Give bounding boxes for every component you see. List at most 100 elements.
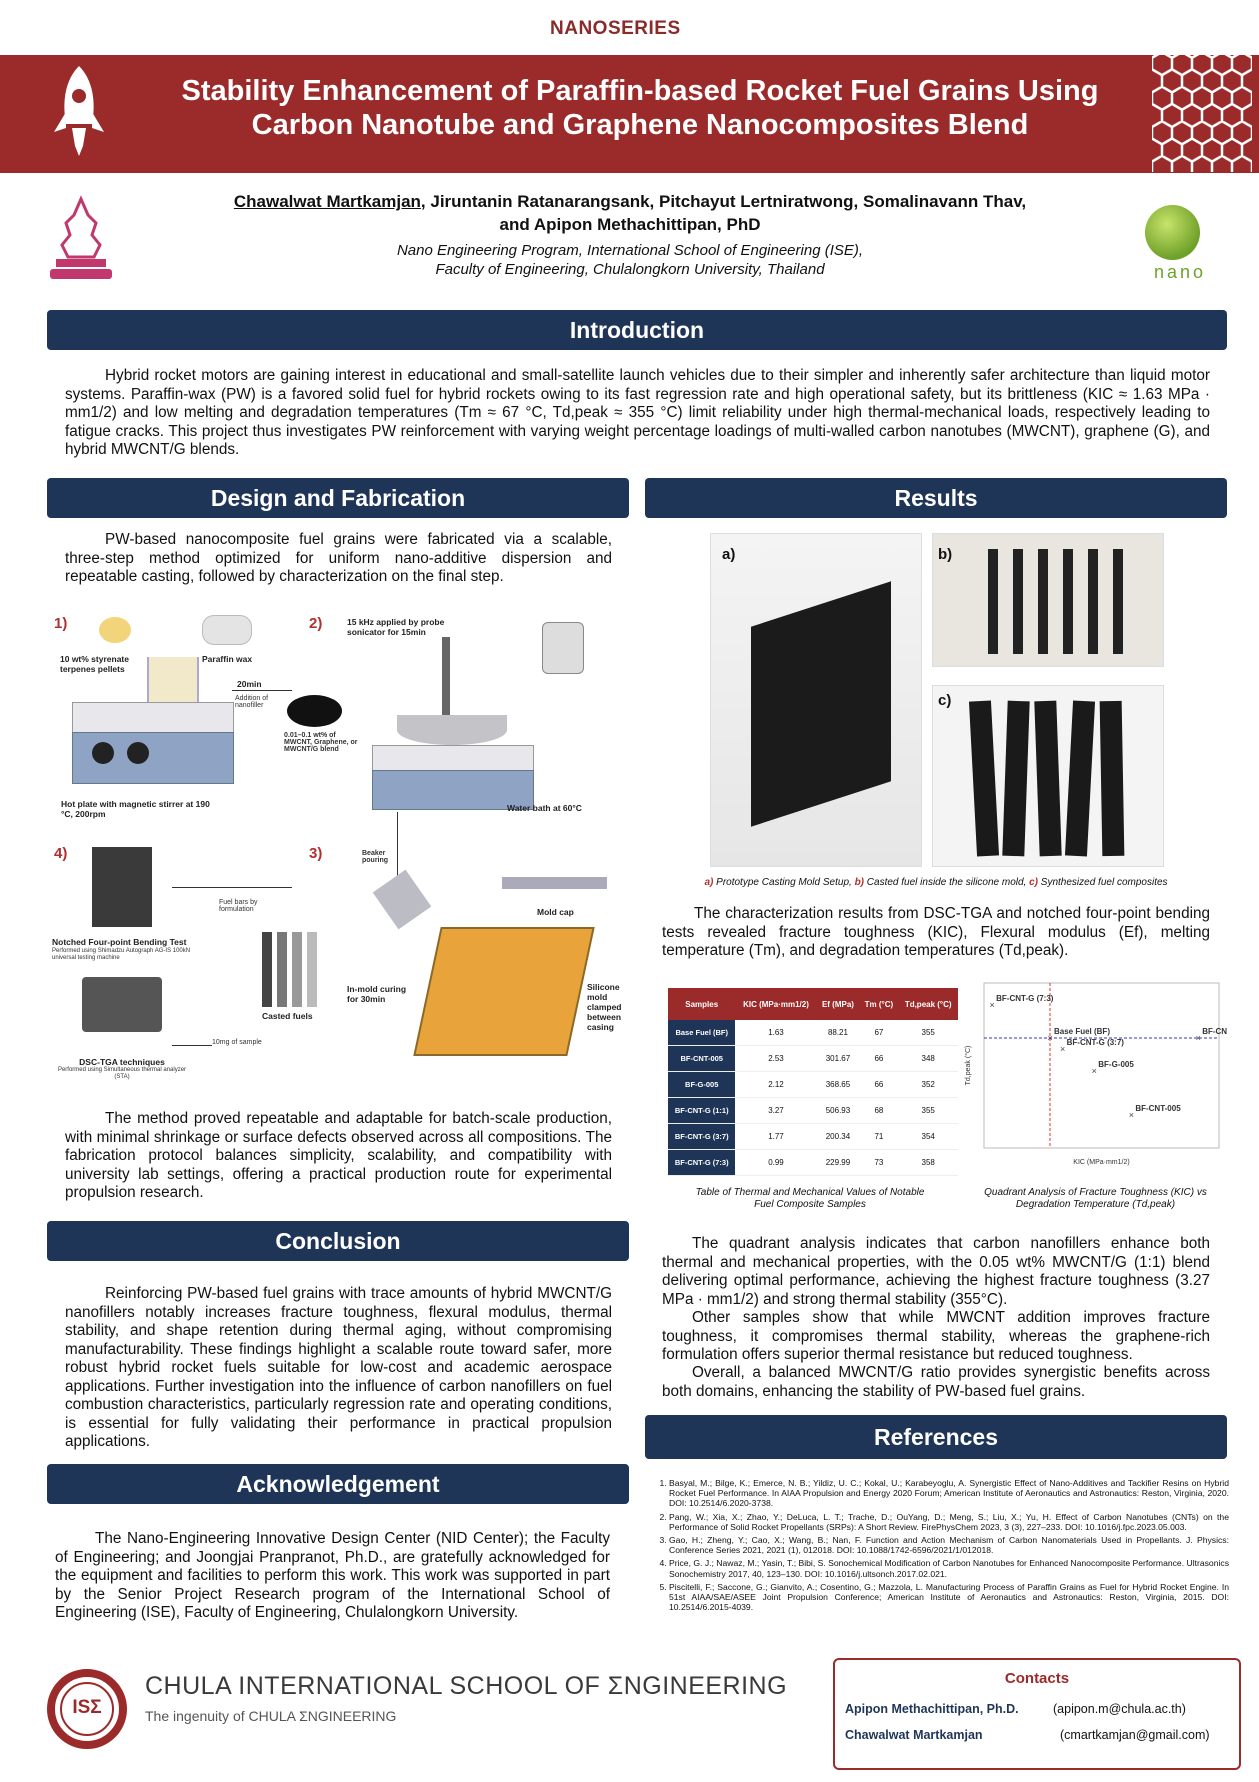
fuel-grain-icon <box>1002 700 1030 857</box>
references-list: Basyal, M.; Bilge, K.; Emerce, N. B.; Yi… <box>655 1478 1229 1615</box>
results-text-2: The quadrant analysis indicates that car… <box>662 1235 1210 1308</box>
table-cell: 354 <box>898 1123 958 1150</box>
table-cell: 2.12 <box>735 1071 817 1098</box>
arrow-line <box>397 812 398 912</box>
table-header-cell: Tm (°C) <box>859 988 899 1020</box>
paraffin-label: Paraffin wax <box>202 654 253 664</box>
table-row-label: BF-G-005 <box>668 1071 736 1098</box>
table-cell: 67 <box>859 1020 899 1046</box>
chula-logo-icon <box>50 195 112 279</box>
table-cell: 355 <box>898 1097 958 1124</box>
table-header-cell: Samples <box>668 988 736 1020</box>
hot-plate-body-icon <box>72 732 234 784</box>
contact-2-email[interactable]: (cmartkamjan@gmail.com) <box>1060 1728 1210 1742</box>
seal-text: ISΣ <box>72 1697 102 1718</box>
caption-a-text: Prototype Casting Mold Setup, <box>713 877 855 888</box>
co-authors: , Jiruntanin Ratanarangsank, Pitchayut L… <box>420 192 1027 211</box>
hotplate-label: Hot plate with magnetic stirrer at 190 °… <box>61 799 210 819</box>
hot-plate-top-icon <box>72 702 234 734</box>
co-authors-line2: and Apipon Methachittipan, PhD <box>499 215 761 234</box>
contact-1-email[interactable]: (apipon.m@chula.ac.th) <box>1053 1702 1186 1716</box>
bending-label: Notched Four-point Bending Test <box>52 937 187 947</box>
data-point-marker: × <box>1047 1033 1052 1043</box>
table-header-cell: KIC (MPa·mm1/2) <box>735 988 817 1020</box>
table-cell: 66 <box>859 1071 899 1098</box>
table-cell: 1.63 <box>735 1020 817 1046</box>
chart-caption: Quadrant Analysis of Fracture Toughness … <box>984 1187 1207 1210</box>
table-cell: 2.53 <box>735 1045 817 1072</box>
contact-1-name: Apipon Methachittipan, Ph.D. <box>845 1702 1019 1716</box>
table-cell: 3.27 <box>735 1097 817 1124</box>
table-header-cell: Ef (MPa) <box>816 988 860 1020</box>
nano-logo-icon <box>1145 205 1200 260</box>
mold-cap-icon <box>502 877 607 889</box>
fuel-grain-icon <box>1038 549 1048 654</box>
pellets-label: 10 wt% styrenate terpenes pellets <box>60 654 129 674</box>
contacts-box: Contacts Apipon Methachittipan, Ph.D. (a… <box>833 1658 1241 1770</box>
results-text-3: Other samples show that while MWCNT addi… <box>662 1309 1210 1363</box>
data-point-marker: × <box>990 1000 995 1010</box>
poster-title: Stability Enhancement of Paraffin-based … <box>140 74 1140 142</box>
introduction-heading: Introduction <box>47 310 1227 350</box>
design-text-1: PW-based nanocomposite fuel grains were … <box>65 531 612 585</box>
curing-label: In-mold curing for 30min <box>347 984 407 1004</box>
hot-plate-body-icon <box>372 770 534 810</box>
photo-caption: a) Prototype Casting Mold Setup, b) Cast… <box>645 877 1227 889</box>
references-heading: References <box>645 1415 1227 1459</box>
fuel-bars-label: Fuel bars by formulation <box>219 899 258 913</box>
bending-sub-label: Performed using Shimadzu Autograph AG-IS… <box>52 948 191 961</box>
reference-item: Piscitelli, F.; Saccone, G.; Gianvito, A… <box>669 1582 1229 1613</box>
fabrication-diagram: 1) 2) 4) 3) 10 wt% styrenate terpenes pe… <box>47 607 629 1082</box>
arrow-line <box>172 887 292 888</box>
addition-label: Addition of nanofiller <box>235 695 269 709</box>
fuel-grain-icon <box>1113 549 1123 654</box>
graphene-hexagon-icon <box>1152 52 1252 172</box>
nanofiller-pile-icon <box>287 695 342 727</box>
reference-item: Basyal, M.; Bilge, K.; Emerce, N. B.; Yi… <box>669 1478 1229 1509</box>
photo-a-label: a) <box>722 546 736 563</box>
table-cell: 352 <box>898 1071 958 1098</box>
conclusion-text: Reinforcing PW-based fuel grains with tr… <box>65 1285 612 1450</box>
sonicator-probe-icon <box>442 637 450 727</box>
nanoseries-brand: NANOSERIES <box>550 18 681 39</box>
table-cell: 71 <box>859 1123 899 1150</box>
table-cell: 368.65 <box>816 1071 860 1098</box>
fuel-bar-icon <box>262 932 272 1007</box>
chart-x-axis-label: KIC (MPa·mm1/2) <box>1073 1159 1129 1166</box>
sonicator-label: 15 kHz applied by probe sonicator for 15… <box>347 617 445 637</box>
results-text-4: Overall, a balanced MWCNT/G ratio provid… <box>662 1364 1210 1400</box>
table-cell: 0.99 <box>735 1149 817 1176</box>
fuel-grain-icon <box>1099 700 1125 857</box>
table-cell: 348 <box>898 1045 958 1072</box>
bending-machine-icon <box>92 847 152 927</box>
beaker-pouring-label: Beaker pouring <box>362 850 389 864</box>
loading-label: 0.01–0.1 wt% of MWCNT, Graphene, or MWCN… <box>284 732 358 753</box>
mold-casing-icon <box>413 927 595 1056</box>
quadrant-chart: ×BF-CNT-G (7:3)×Base Fuel (BF)×BF-CNT-G … <box>964 982 1227 1166</box>
table-caption: Table of Thermal and Mechanical Values o… <box>695 1187 925 1210</box>
affiliation-line-1: Nano Engineering Program, International … <box>396 242 864 259</box>
acknowledgement-heading: Acknowledgement <box>47 1464 629 1504</box>
knob-icon <box>92 742 114 764</box>
table-cell: 88.21 <box>816 1020 860 1046</box>
data-point-label: BF-CNT-005 <box>1135 1104 1181 1113</box>
table-row-label: BF-CNT-G (1:1) <box>668 1097 736 1124</box>
caption-b-marker: b) <box>854 877 865 888</box>
time-20min-label: 20min <box>237 679 262 689</box>
data-point-label: BF-CNT-G (7:3) <box>996 994 1054 1003</box>
step-2-label: 2) <box>309 615 323 632</box>
table-cell: 355 <box>898 1020 958 1046</box>
school-name: CHULA INTERNATIONAL SCHOOL OF ΣNGINEERIN… <box>145 1672 788 1700</box>
data-point-label: BF-CNT-G (1:1) <box>1202 1027 1227 1036</box>
introduction-text: Hybrid rocket motors are gaining interes… <box>65 367 1210 458</box>
table-cell: 200.34 <box>816 1123 860 1150</box>
table-row-label: BF-CNT-005 <box>668 1045 736 1072</box>
pouring-beaker-icon <box>372 869 432 930</box>
data-point-marker: × <box>1092 1066 1097 1076</box>
